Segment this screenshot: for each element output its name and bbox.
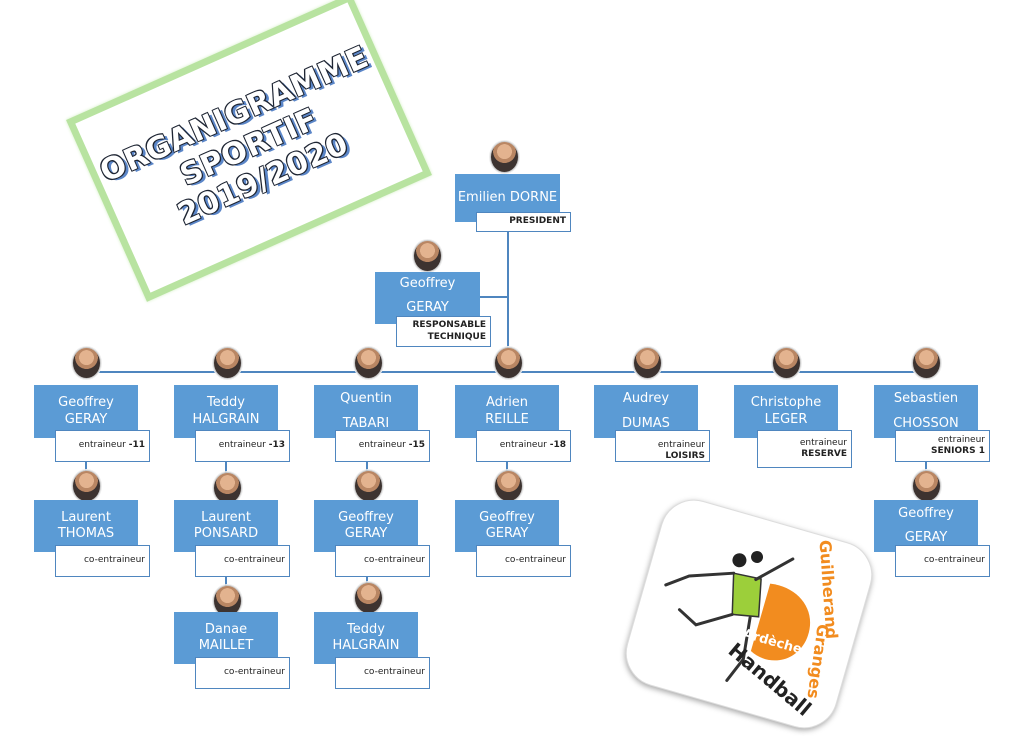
- avatar: [213, 472, 242, 504]
- assistant-last: PONSARD: [193, 526, 259, 541]
- avatar: [912, 470, 941, 502]
- avatar: [490, 141, 519, 173]
- assistant-box: Laurent THOMAS: [34, 500, 138, 552]
- avatar: [912, 347, 941, 379]
- avatar: [213, 585, 242, 617]
- assistant-box: Danae MAILLET: [174, 612, 278, 664]
- assistant-last: GERAY: [485, 526, 529, 541]
- coach-last: CHOSSON: [893, 415, 959, 431]
- avatar: [772, 347, 801, 379]
- coach-last: HALGRAIN: [192, 411, 260, 427]
- club-logo: Guilherand Granges Ardèche Handball: [617, 491, 881, 736]
- coach-box: Audrey DUMAS: [594, 385, 698, 438]
- assistant-role: co-entraineur: [476, 545, 571, 577]
- coach-first: Quentin: [340, 391, 392, 407]
- assistant-last: GERAY: [904, 530, 948, 545]
- assistant-role: co-entraineur: [195, 657, 290, 689]
- technical-last: GERAY: [406, 300, 449, 316]
- president-role: PRESIDENT: [476, 212, 571, 232]
- assistant-last: GERAY: [344, 526, 388, 541]
- coach-first: Christophe: [750, 395, 822, 411]
- president-name: Emilien DORNE: [457, 189, 558, 205]
- assistant-first: Geoffrey: [898, 505, 954, 521]
- assistant-role: co-entraineur: [195, 545, 290, 577]
- coach-role: entraineur -11: [55, 430, 150, 462]
- assistant-role: co-entraineur: [335, 545, 430, 577]
- coach-box: Adrien REILLE: [455, 385, 559, 438]
- coach-last: DUMAS: [622, 415, 670, 431]
- assistant-role: co-entraineur: [335, 657, 430, 689]
- technical-role: RESPONSABLE TECHNIQUE: [396, 316, 491, 347]
- assistant-box: Geoffrey GERAY: [314, 500, 418, 552]
- assistant-last: MAILLET: [198, 638, 254, 653]
- coach-box: Geoffrey GERAY: [34, 385, 138, 438]
- assistant-role: co-entraineur: [895, 545, 990, 577]
- coach-first: Geoffrey: [58, 395, 114, 411]
- avatar: [354, 470, 383, 502]
- avatar: [633, 347, 662, 379]
- assistant-box: Laurent PONSARD: [174, 500, 278, 552]
- assistant-box: Teddy HALGRAIN: [314, 612, 418, 664]
- assistant-first: Geoffrey: [479, 509, 535, 525]
- coach-box: Quentin TABARI: [314, 385, 418, 438]
- coach-role: entraineur -13: [195, 430, 290, 462]
- assistant-box: Geoffrey GERAY: [874, 500, 978, 552]
- handball-player-icon: [664, 551, 811, 682]
- assistant-first: Danae: [204, 621, 248, 637]
- avatar: [494, 470, 523, 502]
- assistant-last: HALGRAIN: [332, 638, 400, 653]
- avatar: [494, 347, 523, 379]
- coach-last: TABARI: [342, 415, 390, 431]
- coach-last: GERAY: [64, 411, 108, 427]
- avatar: [354, 582, 383, 614]
- avatar: [213, 347, 242, 379]
- assistant-first: Laurent: [201, 509, 251, 525]
- coach-first: Adrien: [485, 395, 529, 411]
- avatar: [413, 240, 442, 272]
- coach-box: Sebastien CHOSSON: [874, 385, 978, 438]
- coach-role: entraineur RESERVE: [757, 430, 852, 468]
- assistant-first: Geoffrey: [338, 509, 394, 525]
- coach-first: Teddy: [207, 395, 245, 411]
- coach-last: LEGER: [764, 411, 808, 427]
- coach-last: REILLE: [485, 411, 529, 427]
- coach-first: Audrey: [622, 391, 670, 407]
- coach-role: entraineur LOISIRS: [615, 430, 710, 462]
- avatar: [72, 347, 101, 379]
- technical-box: Geoffrey GERAY: [375, 272, 480, 324]
- assistant-last: THOMAS: [57, 526, 115, 541]
- coach-first: Sebastien: [893, 391, 959, 407]
- coach-box: Teddy HALGRAIN: [174, 385, 278, 438]
- coach-role: entraineur -18: [476, 430, 571, 462]
- avatar: [72, 470, 101, 502]
- coach-role: entraineur SENIORS 1: [895, 430, 990, 462]
- assistant-role: co-entraineur: [55, 545, 150, 577]
- avatar: [354, 347, 383, 379]
- technical-first: Geoffrey: [399, 276, 456, 291]
- assistant-first: Teddy: [347, 621, 385, 637]
- assistant-first: Laurent: [61, 509, 111, 525]
- assistant-box: Geoffrey GERAY: [455, 500, 559, 552]
- coach-box: Christophe LEGER: [734, 385, 838, 438]
- coach-role: entraineur -15: [335, 430, 430, 462]
